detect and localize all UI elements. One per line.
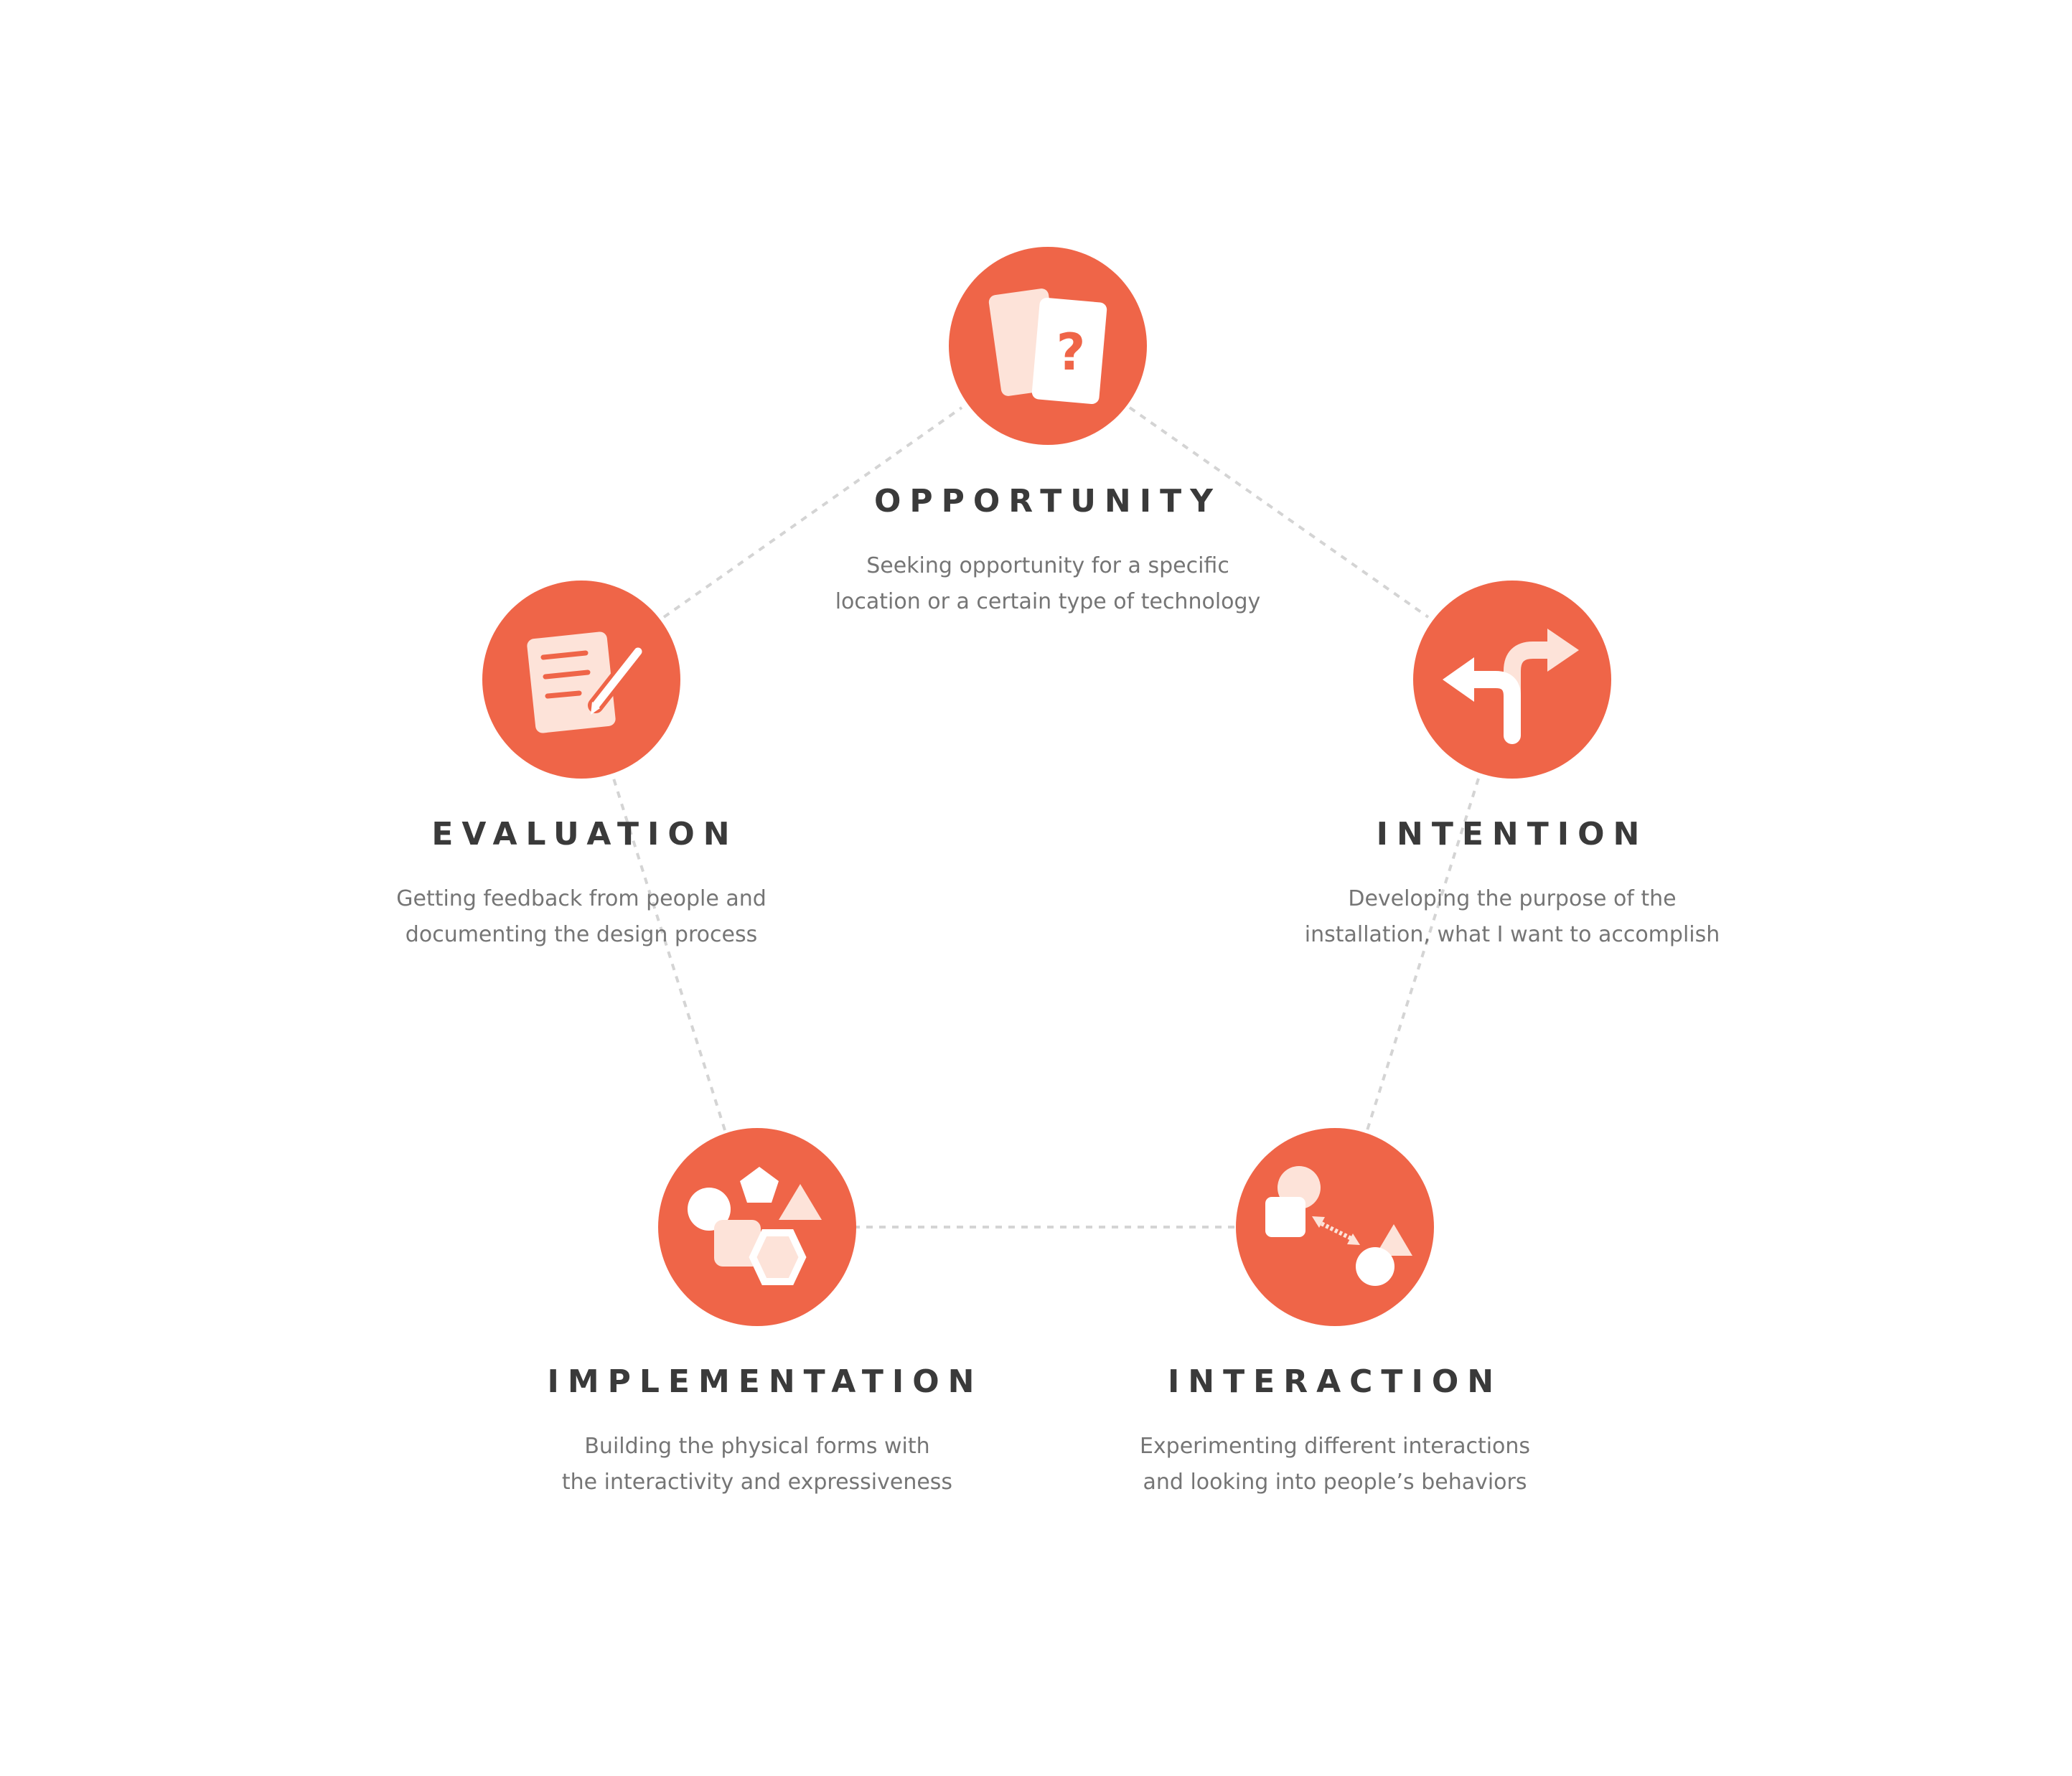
connector-implementation-evaluation	[612, 778, 726, 1131]
opportunity-desc-line1: Seeking opportunity for a specific	[866, 553, 1229, 578]
connector-opportunity-intention	[1128, 406, 1430, 619]
interacting-shapes-icon	[1265, 1166, 1412, 1286]
intention-desc-line2: installation, what I want to accomplish	[1305, 922, 1720, 947]
svg-text:?: ?	[1056, 323, 1086, 382]
stage-interaction: INTERACTION Experimenting different inte…	[1140, 1128, 1530, 1495]
interaction-title: INTERACTION	[1168, 1363, 1502, 1400]
stage-evaluation: EVALUATION Getting feedback from people …	[396, 581, 767, 947]
implementation-title: IMPLEMENTATION	[547, 1363, 983, 1400]
evaluation-desc-line2: documenting the design process	[406, 922, 757, 947]
evaluation-title: EVALUATION	[431, 816, 738, 852]
stage-implementation: IMPLEMENTATION Building the physical for…	[547, 1128, 983, 1495]
implementation-desc-line1: Building the physical forms with	[584, 1434, 929, 1459]
connector-evaluation-opportunity	[662, 406, 963, 619]
intention-desc-line1: Developing the purpose of the	[1348, 886, 1676, 911]
connector-intention-interaction	[1366, 778, 1480, 1131]
physical-shapes-icon	[688, 1167, 822, 1285]
intention-title: INTENTION	[1377, 816, 1649, 852]
interaction-desc-line1: Experimenting different interactions	[1140, 1434, 1530, 1459]
cycle-connectors	[612, 406, 1480, 1228]
interaction-desc-line2: and looking into people’s behaviors	[1143, 1470, 1527, 1495]
document-pen-icon	[527, 631, 646, 733]
split-direction-arrows-icon	[1443, 629, 1579, 744]
stage-opportunity: ? OPPORTUNITY Seeking opportunity for a …	[835, 247, 1261, 614]
question-cards-icon: ?	[988, 288, 1107, 404]
opportunity-title: OPPORTUNITY	[874, 483, 1222, 520]
opportunity-desc-line2: location or a certain type of technology	[835, 589, 1261, 614]
implementation-desc-line2: the interactivity and expressiveness	[562, 1470, 952, 1495]
evaluation-desc-line1: Getting feedback from people and	[396, 886, 767, 911]
stage-intention: INTENTION Developing the purpose of the …	[1305, 581, 1720, 947]
